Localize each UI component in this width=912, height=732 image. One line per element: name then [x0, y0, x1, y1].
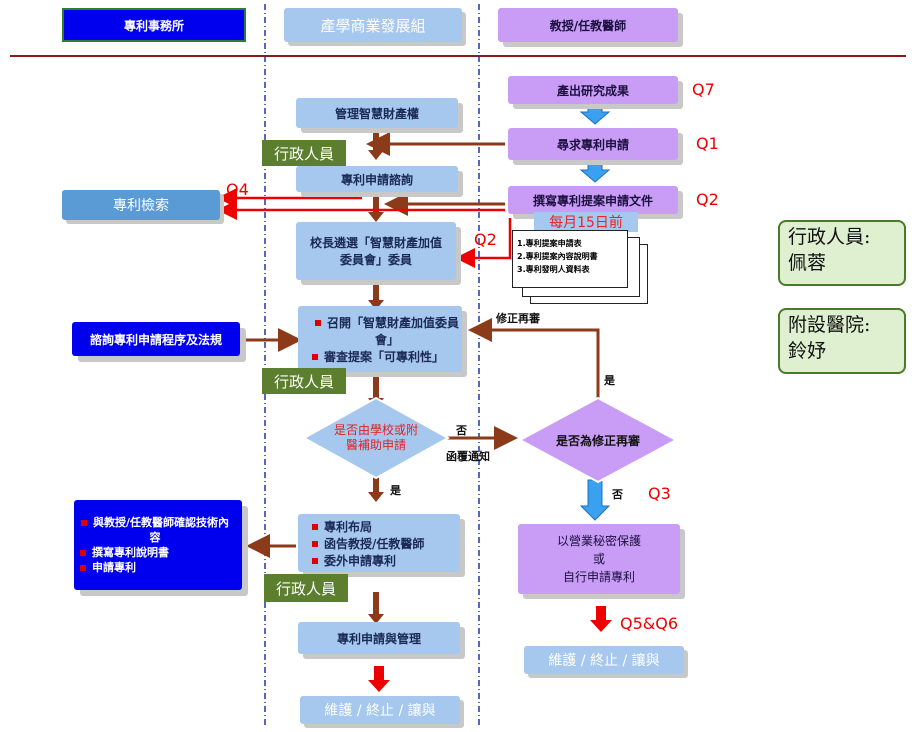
- trade-secret-line-3: 自行申請專利: [562, 570, 635, 584]
- meeting-box: 召開「智慧財產加值委員會」 審查提案「可專利性」: [298, 306, 462, 372]
- trade-secret-box: 以營業秘密保護 或 自行申請專利: [518, 524, 680, 594]
- revise-label: 是否為修正再審: [554, 420, 642, 460]
- header-industry-group: 產學商業發展組: [284, 8, 462, 42]
- label-reply: 函覆通知: [446, 450, 490, 463]
- q2-marker-mid: Q2: [474, 230, 497, 249]
- doc-item-2: 2.專利提案內容說明書: [517, 252, 598, 261]
- consult-rules-label: 諮詢專利申請程序及法規: [89, 332, 222, 347]
- decision-label: 是否由學校或附醫補助申請: [330, 414, 422, 462]
- admin-label-3: 行政人員: [264, 574, 348, 602]
- q3-marker: Q3: [648, 484, 671, 503]
- seek-box: 尋求專利申請: [508, 128, 678, 160]
- q2-marker-right: Q2: [696, 190, 719, 209]
- proposal-box: 撰寫專利提案申請文件: [508, 186, 678, 214]
- maintain-right-label: 維護 / 終止 / 讓與: [548, 653, 660, 669]
- proposal-label: 撰寫專利提案申請文件: [532, 193, 653, 208]
- revise-text: 是否為修正再審: [555, 433, 640, 448]
- manage-ip-label: 管理智慧財產權: [334, 106, 419, 121]
- admin-label-3-text: 行政人員: [275, 579, 336, 598]
- q4-marker: Q4: [226, 180, 249, 199]
- manage-ip-box: 管理智慧財產權: [296, 98, 458, 128]
- decision-diamond: [301, 396, 451, 480]
- header-patent-office: 專利事務所: [62, 8, 246, 42]
- research-label: 產出研究成果: [556, 83, 629, 98]
- maintain-box-right: 維護 / 終止 / 讓與: [524, 646, 684, 674]
- layout-item-2: 函告教授/任教醫師: [312, 535, 424, 552]
- admin-label-1: 行政人員: [262, 140, 346, 166]
- revise-diamond: [517, 396, 679, 484]
- consult-box: 專利申請諮詢: [296, 166, 458, 192]
- maintain-middle-label: 維護 / 終止 / 讓與: [324, 703, 436, 719]
- meeting-item-1: 召開「智慧財產加值委員會」: [312, 314, 462, 348]
- seek-label: 尋求專利申請: [556, 137, 629, 152]
- confirm-box: 與教授/任教醫師確認技術內容 撰寫專利說明書 申請專利: [74, 500, 242, 590]
- q5q6-marker: Q5&Q6: [620, 614, 679, 633]
- manage-box: 專利申請與管理: [298, 622, 460, 654]
- manage-label: 專利申請與管理: [336, 631, 421, 646]
- confirm-item-3: 申請專利: [80, 560, 136, 575]
- maintain-box-middle: 維護 / 終止 / 讓與: [300, 696, 460, 724]
- deadline-badge: 每月15日前: [534, 212, 638, 232]
- header-industry-group-label: 產學商業發展組: [320, 16, 426, 35]
- decision-text: 是否由學校或附醫補助申請: [333, 423, 418, 452]
- research-box: 產出研究成果: [508, 76, 678, 104]
- label-yes-decision: 是: [390, 484, 401, 497]
- q7-marker: Q7: [692, 80, 715, 99]
- patent-search-box: 專利檢索: [62, 190, 220, 220]
- header-professor-label: 教授/任教醫師: [549, 18, 627, 33]
- confirm-item-2: 撰寫專利說明書: [80, 545, 169, 560]
- hospital-contact-note: 附設醫院: 鈴妤: [778, 308, 906, 374]
- document-stack: 1.專利提案申請表 2.專利提案內容說明書 3.專利發明人資料表: [510, 228, 660, 308]
- admin-label-1-text: 行政人員: [273, 144, 334, 163]
- committee-box: 校長遴選「智慧財產加值委員會」委員: [296, 222, 456, 280]
- confirm-item-1: 與教授/任教醫師確認技術內容: [80, 515, 230, 545]
- label-no-decision: 否: [456, 424, 467, 437]
- doc-item-3: 3.專利發明人資料表: [517, 265, 590, 274]
- admin-label-2: 行政人員: [262, 368, 346, 394]
- trade-secret-line-1: 以營業秘密保護: [556, 534, 641, 548]
- label-revise-review: 修正再審: [496, 312, 540, 325]
- admin-contact-note: 行政人員: 佩蓉: [778, 220, 906, 286]
- header-patent-office-label: 專利事務所: [123, 18, 184, 33]
- patent-search-label: 專利檢索: [113, 198, 169, 214]
- committee-label: 校長遴選「智慧財產加值委員會」委員: [309, 236, 442, 267]
- consult-label: 專利申請諮詢: [340, 172, 413, 187]
- meeting-item-2: 審查提案「可專利性」: [312, 348, 444, 365]
- doc-sheet-front: 1.專利提案申請表 2.專利提案內容說明書 3.專利發明人資料表: [512, 230, 628, 288]
- deadline-text: 每月15日前: [549, 215, 623, 231]
- blue-arrows: [579, 103, 611, 521]
- q1-marker: Q1: [696, 134, 719, 153]
- layout-box: 專利布局 函告教授/任教醫師 委外申請專利: [298, 514, 460, 572]
- doc-item-1: 1.專利提案申請表: [517, 239, 582, 248]
- layout-item-3: 委外申請專利: [312, 552, 396, 569]
- header-professor: 教授/任教醫師: [498, 8, 678, 42]
- label-yes-revise: 是: [604, 374, 615, 387]
- layout-item-1: 專利布局: [312, 518, 372, 535]
- admin-label-2-text: 行政人員: [273, 372, 334, 391]
- trade-secret-line-2: 或: [592, 552, 605, 566]
- consult-rules-box: 諮詢專利申請程序及法規: [72, 322, 240, 356]
- label-no-revise: 否: [612, 488, 623, 501]
